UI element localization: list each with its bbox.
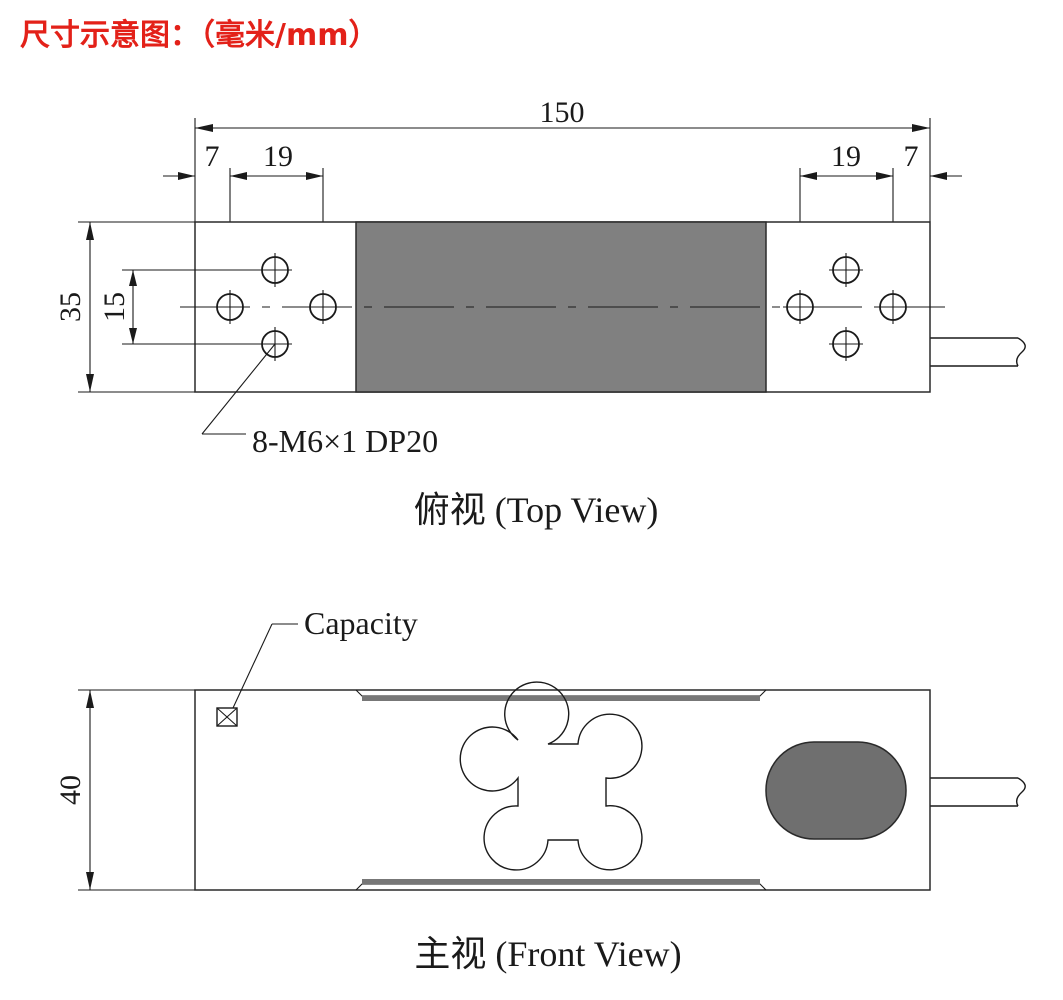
cable-top — [930, 337, 1026, 367]
dimension-left-offsets: 7 19 — [163, 140, 324, 292]
right-hole-spacing-value: 19 — [831, 140, 861, 173]
overall-length-value: 150 — [540, 96, 585, 129]
cable-gland — [765, 741, 907, 840]
width-value: 35 — [54, 292, 87, 322]
hole-icon — [213, 290, 247, 324]
capacity-label: Capacity — [304, 605, 418, 641]
hole-callout-text: 8-M6×1 DP20 — [252, 423, 438, 459]
height-value: 40 — [54, 775, 87, 805]
hole-icon — [306, 290, 340, 324]
dimension-overall-length: 150 — [194, 96, 931, 222]
cable-front — [930, 777, 1026, 807]
lower-recess — [362, 879, 760, 884]
hole-pitch-value: 15 — [98, 292, 131, 322]
top-view: 150 7 19 — [54, 96, 1026, 530]
hole-callout: 8-M6×1 DP20 — [201, 343, 438, 459]
front-view: 40 Capacity 主视 (Front View) — [54, 605, 1026, 974]
upper-recess — [362, 696, 760, 701]
hole-icon — [876, 290, 910, 324]
capacity-marker-icon — [216, 707, 238, 727]
capacity-callout: Capacity — [232, 605, 418, 709]
mounting-holes — [213, 253, 910, 361]
dimension-width: 35 — [54, 221, 195, 393]
front-view-caption: 主视 (Front View) — [414, 934, 681, 974]
hole-icon — [829, 253, 863, 287]
top-view-caption: 俯视 (Top View) — [414, 490, 659, 530]
dimension-height: 40 — [54, 689, 195, 891]
hole-icon — [829, 327, 863, 361]
right-edge-offset-value: 7 — [904, 140, 919, 173]
hole-icon — [258, 253, 292, 287]
dimension-hole-pitch: 15 — [98, 269, 275, 345]
left-hole-spacing-value: 19 — [263, 140, 293, 173]
binocular-cutout — [459, 681, 643, 871]
hole-icon — [783, 290, 817, 324]
left-edge-offset-value: 7 — [205, 140, 220, 173]
page-title: 尺寸示意图：（毫米/mm） — [20, 18, 379, 53]
load-cell-body-front — [194, 689, 931, 891]
